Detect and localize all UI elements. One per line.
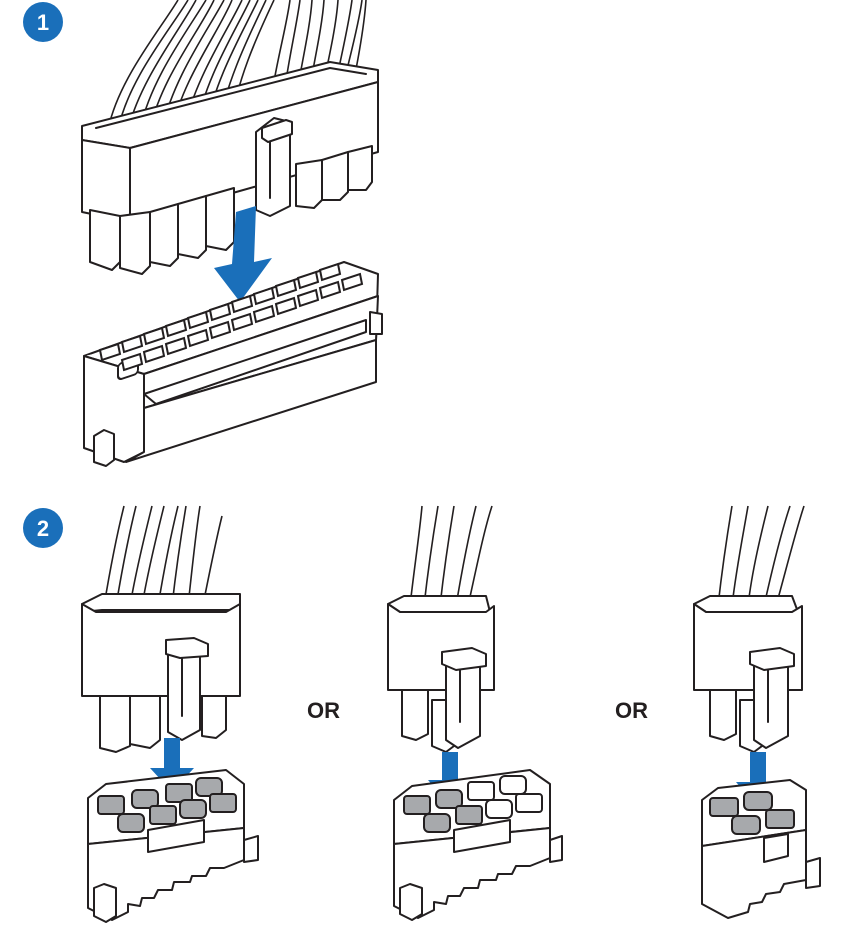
atx-4pin-cable-plug-b: [693, 505, 805, 753]
or-separator-1: OR: [307, 698, 340, 723]
step-1-badge: 1: [23, 2, 63, 42]
atx-24pin-cable-plug: [81, 0, 379, 275]
eps-8pin-socket-pins: [97, 777, 237, 833]
atx-4pin-motherboard-socket: [701, 779, 821, 919]
eps-8pin-socket-pins-half: [403, 775, 543, 833]
step-1-insert-arrow: [214, 206, 272, 302]
step-2-badge-circle: [23, 508, 63, 548]
eps-8pin-socket-with-4pin: [393, 769, 563, 921]
atx-24pin-motherboard-socket: [83, 261, 383, 467]
step-1-badge-circle: [23, 2, 63, 42]
step-2-number: 2: [37, 516, 49, 541]
eps-8pin-cable-plug: [81, 505, 241, 753]
eps-8pin-motherboard-socket: [87, 769, 259, 923]
step-1-number: 1: [37, 10, 49, 35]
atx-4pin-socket-pins: [709, 791, 795, 835]
atx-4pin-cable-plug-a: [387, 505, 495, 753]
atx-24pin-socket-pins: [98, 262, 364, 380]
step-2-badge: 2: [23, 508, 63, 548]
or-separator-2: OR: [615, 698, 648, 723]
